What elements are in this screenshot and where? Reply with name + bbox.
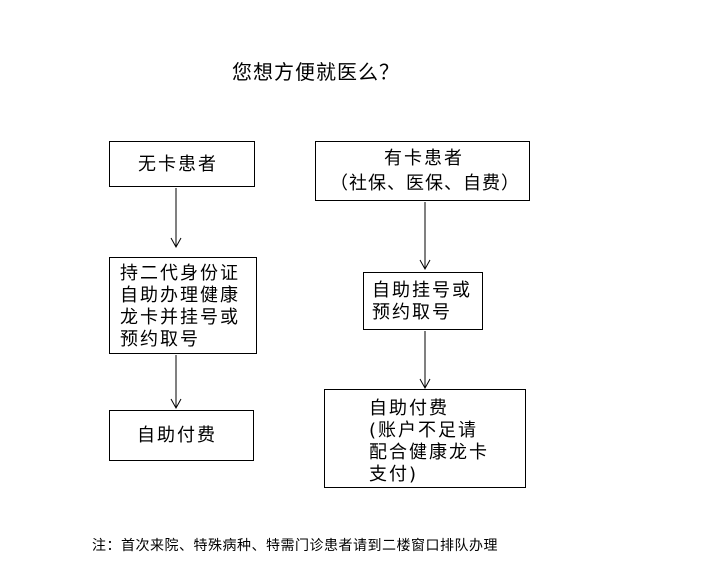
footer-note: 注：首次来院、特殊病种、特需门诊患者请到二楼窗口排队办理	[92, 538, 498, 554]
box-card-patient-line-2: （社保、医保、自费）	[330, 173, 520, 194]
box-no-card-patient: 无卡患者	[109, 141, 255, 187]
box-self-pay-right-line-1: 自助付费	[369, 398, 449, 419]
box-self-register: 自助挂号或 预约取号	[363, 272, 483, 330]
box-id-card-register: 持二代身份证 自助办理健康 龙卡并挂号或 预约取号	[109, 257, 257, 354]
box-no-card-patient-label: 无卡患者	[138, 154, 218, 175]
diagram-title: 您想方便就医么？	[232, 60, 400, 84]
box-id-card-register-line-2: 自助办理健康	[120, 285, 240, 306]
box-self-register-line-1: 自助挂号或	[372, 280, 472, 301]
box-self-pay-right-line-3: 配合健康龙卡	[369, 442, 489, 463]
arrow-left-2	[170, 355, 182, 410]
box-self-pay-left-label: 自助付费	[137, 425, 217, 446]
box-id-card-register-line-1: 持二代身份证	[120, 263, 240, 284]
box-id-card-register-line-3: 龙卡并挂号或	[120, 307, 240, 328]
arrow-right-2	[419, 331, 431, 390]
box-self-register-line-2: 预约取号	[372, 302, 452, 323]
box-self-pay-right: 自助付费 (账户不足请 配合健康龙卡 支付)	[324, 389, 526, 488]
arrow-right-1	[419, 202, 431, 271]
box-card-patient-line-1: 有卡患者	[384, 148, 464, 169]
box-self-pay-right-line-2: (账户不足请	[369, 420, 479, 441]
box-self-pay-right-line-4: 支付)	[369, 464, 419, 485]
box-id-card-register-line-4: 预约取号	[120, 329, 200, 350]
box-card-patient: 有卡患者 （社保、医保、自费）	[315, 141, 530, 201]
box-self-pay-left: 自助付费	[109, 410, 254, 461]
arrow-left-1	[170, 188, 182, 249]
